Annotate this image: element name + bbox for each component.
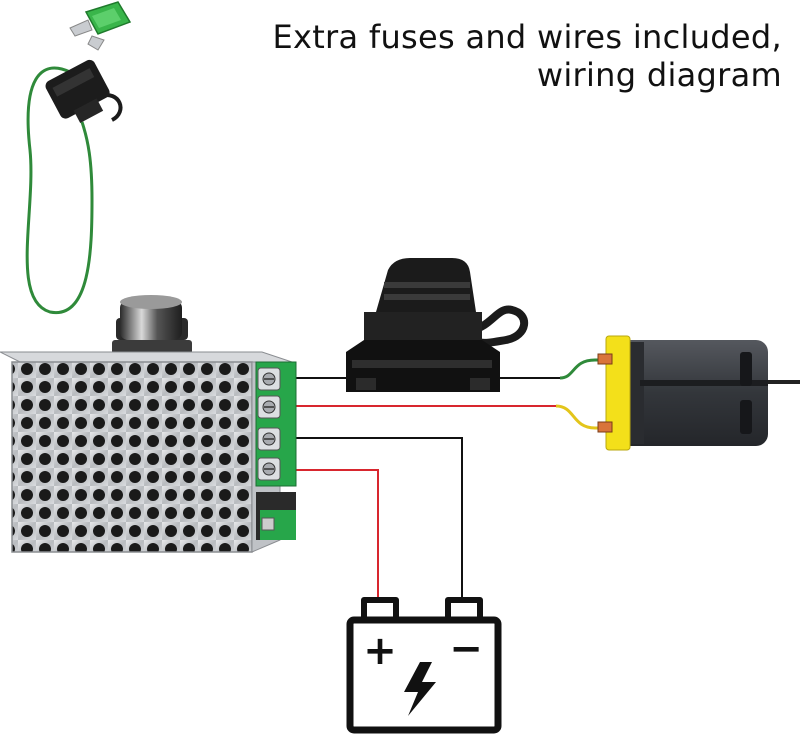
lightning-bolt-icon [404, 662, 436, 716]
battery-negative-symbol: − [449, 626, 483, 672]
speed-controller-icon [0, 295, 297, 553]
battery-positive-symbol: + [363, 628, 397, 674]
caption-line-1: Extra fuses and wires included, [272, 18, 782, 56]
terminal-screw [257, 457, 281, 481]
inline-fuse-holder-icon [25, 59, 123, 315]
caption-line-2: wiring diagram [536, 56, 782, 94]
caption: Extra fuses and wires included, wiring d… [222, 18, 782, 94]
motor-lead-yellow [555, 404, 606, 430]
terminal-screw [257, 427, 281, 451]
spare-blade-fuse-icon [69, 1, 132, 51]
terminal-screw [257, 395, 281, 419]
dc-motor-icon [597, 335, 800, 451]
inline-fuse-holder-icon [346, 258, 528, 392]
battery-icon: + − [346, 597, 502, 734]
wire-red-to-battery-positive [280, 469, 379, 602]
wire-black-to-battery-negative [280, 437, 463, 602]
terminal-screw [257, 367, 281, 391]
motor-lead-green [559, 358, 606, 380]
